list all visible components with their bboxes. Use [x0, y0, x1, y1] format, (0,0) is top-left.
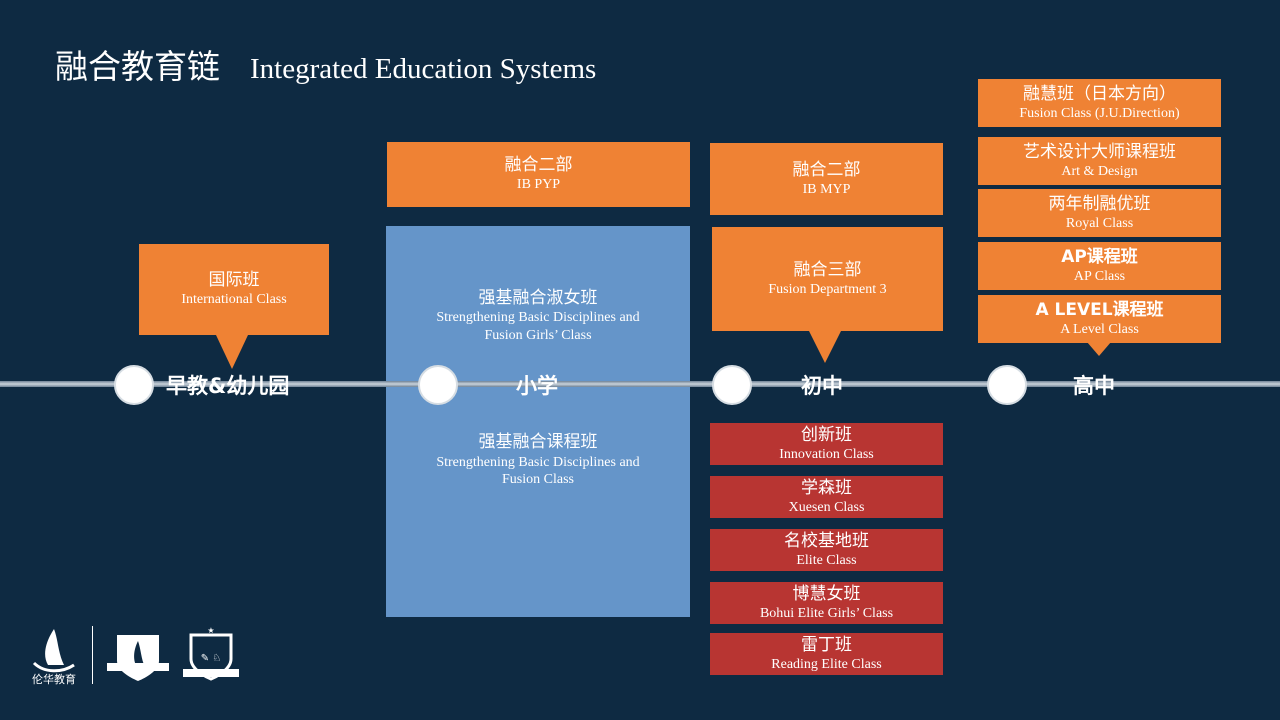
label-en: Fusion Department 3	[768, 281, 887, 297]
callout-pointer	[809, 331, 841, 363]
ib-pyp-box: 融合二部 IB PYP	[387, 142, 690, 207]
label-en: Elite Class	[796, 552, 857, 568]
label-zh: 创新班	[801, 424, 852, 445]
label-en: Fusion Class (J.U.Direction)	[1019, 105, 1180, 121]
label-en: A Level Class	[1060, 321, 1139, 337]
label-en: Reading Elite Class	[771, 656, 882, 672]
label-en: Bohui Elite Girls’ Class	[759, 605, 894, 621]
timeline-dot	[987, 365, 1027, 405]
label-en: AP Class	[1073, 268, 1126, 284]
label-zh: 国际班	[208, 270, 260, 291]
label-zh: A LEVEL课程班	[1035, 299, 1164, 320]
stage-high: 高中	[1073, 374, 1115, 398]
school-crest-icon	[107, 635, 169, 681]
title-en: Integrated Education Systems	[250, 53, 597, 85]
label-zh: 融合二部	[504, 155, 573, 176]
label-en: Art & Design	[1061, 163, 1138, 179]
label-zh: 融慧班（日本方向）	[1023, 83, 1176, 104]
svg-text:✎ ♘: ✎ ♘	[201, 653, 222, 664]
label-zh: 融合二部	[792, 159, 861, 180]
label-en: International Class	[181, 292, 287, 308]
label-zh: 艺术设计大师课程班	[1023, 141, 1176, 162]
label-zh: 博慧女班	[792, 583, 861, 604]
callout-pointer	[1087, 342, 1111, 356]
timeline-dot	[114, 365, 154, 405]
stage-kindergarten: 早教&幼儿园	[166, 374, 290, 398]
label-zh: AP课程班	[1061, 246, 1138, 267]
label-en: IB PYP	[516, 177, 561, 193]
callout-pointer	[216, 335, 248, 369]
stage-primary: 小学	[516, 374, 558, 398]
timeline-dot	[712, 365, 752, 405]
label-zh: 强基融合课程班	[478, 432, 598, 453]
international-class-box: 国际班 International Class	[139, 244, 329, 335]
label-zh: 学森班	[801, 477, 852, 498]
school-shield-icon: ✎ ♘ ★	[183, 626, 239, 681]
stage-middle: 初中	[801, 374, 843, 398]
label-en: Royal Class	[1065, 215, 1134, 231]
label-zh: 两年制融优班	[1048, 193, 1151, 214]
timeline	[0, 381, 1280, 387]
panel-item: 强基融合课程班 Strengthening Basic Disciplines …	[418, 432, 658, 488]
fusion-dept-3-box: 融合三部 Fusion Department 3	[712, 227, 943, 331]
primary-panel: 强基融合淑女班 Strengthening Basic Disciplines …	[386, 226, 690, 617]
label-zh: 融合三部	[793, 259, 862, 280]
svg-text:★: ★	[207, 626, 214, 635]
label-en: Strengthening Basic Disciplines and Fusi…	[436, 454, 640, 488]
page-title: 融合教育链 Integrated Education Systems	[55, 40, 596, 88]
ib-myp-box: 融合二部 IB MYP	[710, 143, 943, 215]
brand-logo-icon: 伦华教育	[32, 629, 76, 685]
label-zh: 名校基地班	[784, 530, 869, 551]
logo-group: 伦华教育 ✎ ♘ ★	[28, 625, 239, 685]
timeline-dot	[418, 365, 458, 405]
label-en: Xuesen Class	[788, 499, 865, 515]
label-zh: 强基融合淑女班	[478, 288, 598, 308]
divider	[92, 626, 93, 684]
class-box: 融慧班（日本方向）Fusion Class (J.U.Direction)	[978, 79, 1221, 127]
label-en: IB MYP	[802, 181, 851, 197]
label-en: Strengthening Basic Disciplines and Fusi…	[436, 310, 640, 343]
label-zh: 雷丁班	[801, 634, 852, 655]
title-zh: 融合教育链	[55, 47, 220, 86]
panel-item: 强基融合淑女班 Strengthening Basic Disciplines …	[418, 288, 658, 344]
label-en: Innovation Class	[779, 446, 874, 462]
svg-text:伦华教育: 伦华教育	[32, 672, 76, 685]
